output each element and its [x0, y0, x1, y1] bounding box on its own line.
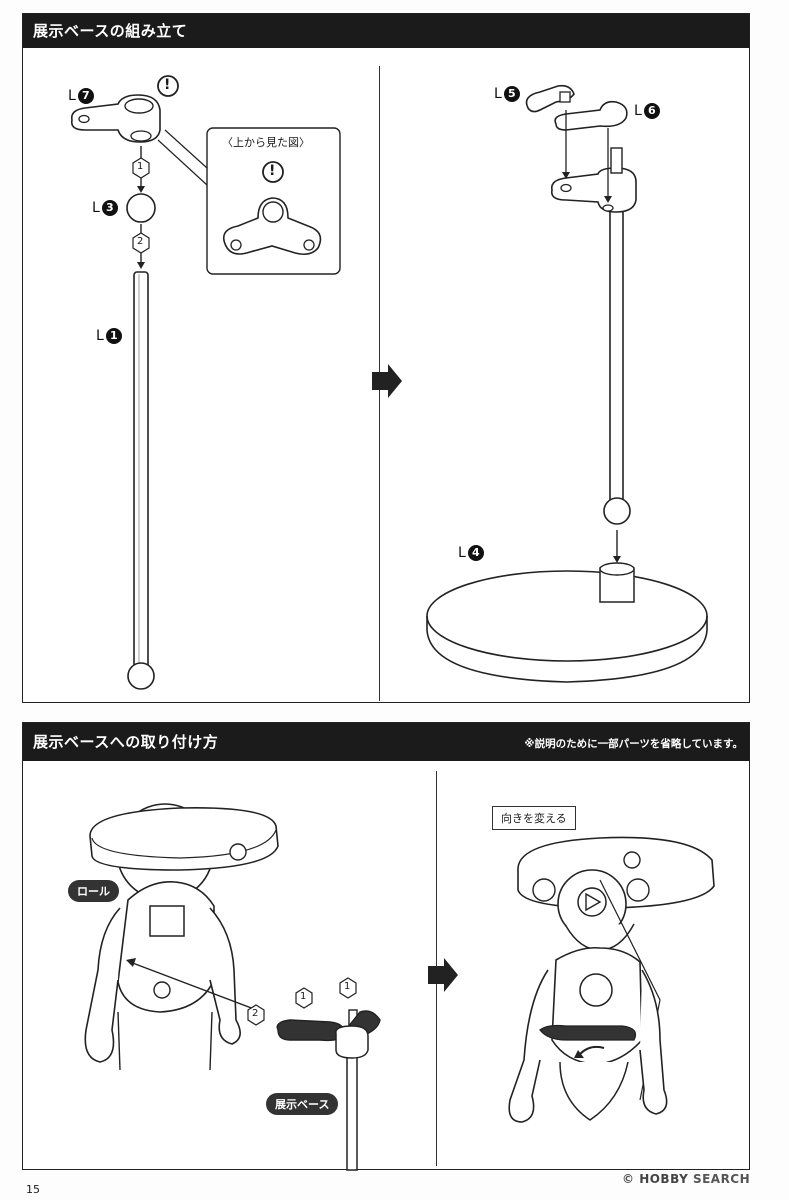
page-number: 15 [26, 1183, 40, 1196]
step-2-number: 2 [252, 1008, 259, 1019]
step-1-number: 1 [137, 161, 144, 172]
watermark: © HOBBY SEARCH [622, 1172, 751, 1186]
inset-title: 〈上から見た図〉 [222, 136, 310, 149]
assembly-header-bar: 展示ベースの組み立て [23, 14, 749, 48]
roll-tag: ロール [68, 880, 119, 902]
mounting-title: 展示ベースへの取り付け方 [33, 733, 219, 751]
caution-icon: ! [269, 163, 276, 179]
stand-base-tag: 展示ベース [266, 1093, 339, 1115]
step-1b-number: 1 [344, 981, 351, 992]
stand-pole-drawing [70, 75, 708, 690]
mounting-note: ※説明のために一部パーツを省略しています。 [524, 738, 743, 750]
mounting-header-bar: 展示ベースへの取り付け方 ※説明のために一部パーツを省略しています。 [23, 723, 749, 761]
caution-icon: ! [164, 77, 171, 93]
assembly-title: 展示ベースの組み立て [33, 22, 188, 40]
step-2-number: 2 [137, 236, 144, 247]
turn-callout: 向きを変える [492, 806, 576, 830]
step-1a-number: 1 [300, 991, 307, 1002]
